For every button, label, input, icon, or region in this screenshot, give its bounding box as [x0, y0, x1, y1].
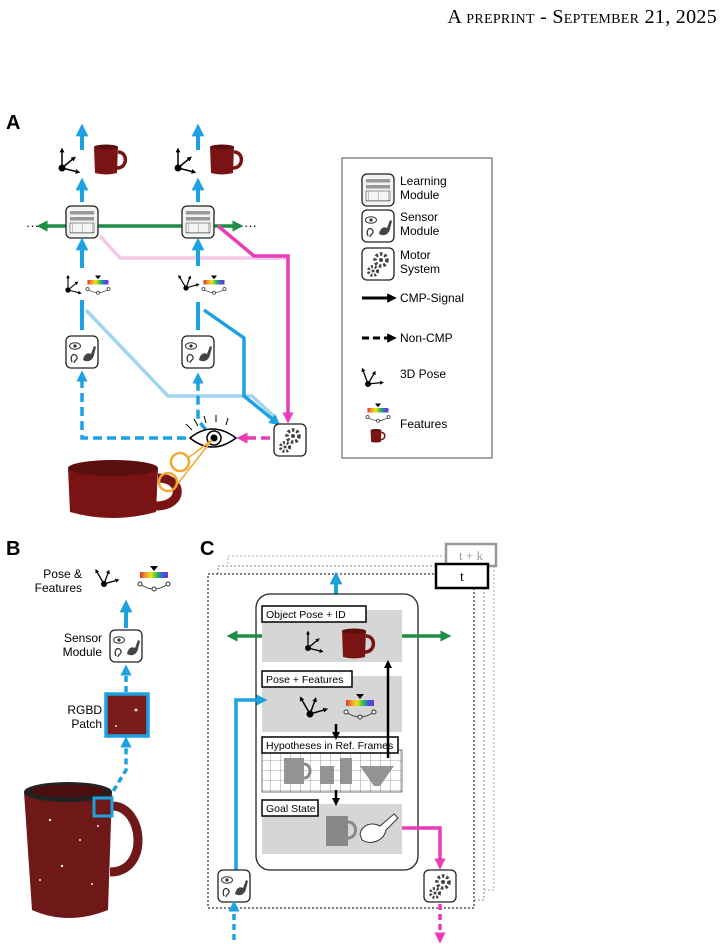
features-icon-b: [137, 565, 171, 592]
pose-features-label-2: Features: [35, 581, 82, 595]
time-tag-back-label: t + k: [459, 548, 483, 563]
pose-icon-a2: [175, 150, 195, 172]
goal-mug-shape: [326, 816, 348, 846]
pose-icon-b: [94, 564, 118, 588]
legend-learning-module-label-2: Module: [400, 188, 440, 202]
rgbd-label-1: RGBD: [67, 703, 102, 717]
eye-icon: [185, 415, 238, 448]
sensor-module-icon-a2: [181, 335, 215, 369]
sm2-motor-line: [202, 308, 281, 426]
rgbd-label-2: Patch: [71, 717, 102, 731]
legend-motor-system-icon: [360, 246, 396, 282]
panel-c-label: C: [200, 538, 215, 560]
large-mug-image: [68, 460, 182, 518]
hand-icon: [359, 813, 399, 843]
ellipsis-right: ···: [244, 218, 257, 233]
page-header: A preprint - September 21, 2025: [447, 6, 717, 28]
hypotheses-label: Hypotheses in Ref. Frames: [266, 740, 393, 752]
motor-system-icon-c: [422, 868, 458, 904]
mug-patch-highlight: [92, 796, 114, 818]
pose-features-label-1: Pose &: [43, 567, 82, 581]
rgbd-patch: [104, 692, 150, 738]
learning-module-icon-a1: [65, 205, 99, 239]
receptive-field-2: [157, 471, 179, 493]
panel-b-label: B: [6, 538, 21, 560]
time-tag-front: [434, 562, 490, 590]
sm-c-input-line: [234, 694, 268, 870]
legend-sensor-module-label-1: Sensor: [400, 210, 438, 224]
legend-non-cmp-label: Non-CMP: [400, 331, 453, 345]
lm2-goal-line: [216, 224, 294, 424]
lm1-goal-line: [98, 234, 288, 260]
legend-motor-system-label-2: System: [400, 262, 440, 276]
goal-state-label: Goal State: [266, 803, 316, 815]
motor-system-icon-a: [272, 422, 308, 458]
object-pose-id-label: Object Pose + ID: [266, 609, 346, 621]
legend-learning-module-icon: [361, 173, 395, 207]
legend-sensor-module-label-2: Module: [400, 224, 440, 238]
sensor-module-b-label-1: Sensor: [64, 631, 102, 645]
pose-features-c-label: Pose + Features: [266, 674, 343, 686]
enamel-mug-image: [24, 782, 143, 918]
hypothesis-shape-4: [360, 766, 394, 786]
legend-cmp-label: CMP-Signal: [400, 291, 464, 305]
legend-sensor-module-icon: [361, 209, 395, 243]
sensor-module-icon-a1: [65, 335, 99, 369]
panel-a: ··· ···: [26, 123, 308, 518]
legend: Learning Module Sensor Module Motor Syst…: [341, 157, 493, 459]
time-tag-front-label: t: [460, 570, 464, 585]
receptive-field-1: [169, 451, 191, 473]
pose-icon-a1: [59, 150, 79, 172]
goal-to-motor-line: [402, 826, 446, 870]
mug-icon-a2: [208, 142, 244, 177]
hypothesis-shape-3: [340, 758, 352, 784]
legend-pose-label: 3D Pose: [400, 367, 446, 381]
learning-module-icon-a2: [181, 205, 215, 239]
sensor-module-icon-b: [109, 629, 143, 663]
sensor-module-b-label-2: Module: [63, 645, 103, 659]
hypothesis-shape-2: [320, 766, 334, 784]
panel-a-label: A: [6, 112, 21, 134]
sensor-module-icon-c: [217, 869, 251, 903]
ellipsis-left: ···: [26, 218, 39, 233]
mug-icon-a1: [92, 142, 128, 177]
legend-box: [341, 157, 493, 459]
legend-learning-module-label-1: Learning: [400, 174, 447, 188]
legend-features-label: Features: [400, 417, 447, 431]
eye-to-sm2-dashed: [192, 372, 208, 432]
sm1-motor-line: [84, 308, 278, 420]
eye-to-sm1-dashed: [76, 370, 200, 440]
legend-motor-system-label-1: Motor: [400, 248, 431, 262]
panel-c: t + k t Object Pose + ID Pose + Features…: [207, 542, 498, 944]
hypothesis-shape-1: [284, 758, 304, 784]
panel-b: Pose & Features Sensor Module RGBD Patch: [24, 564, 171, 918]
